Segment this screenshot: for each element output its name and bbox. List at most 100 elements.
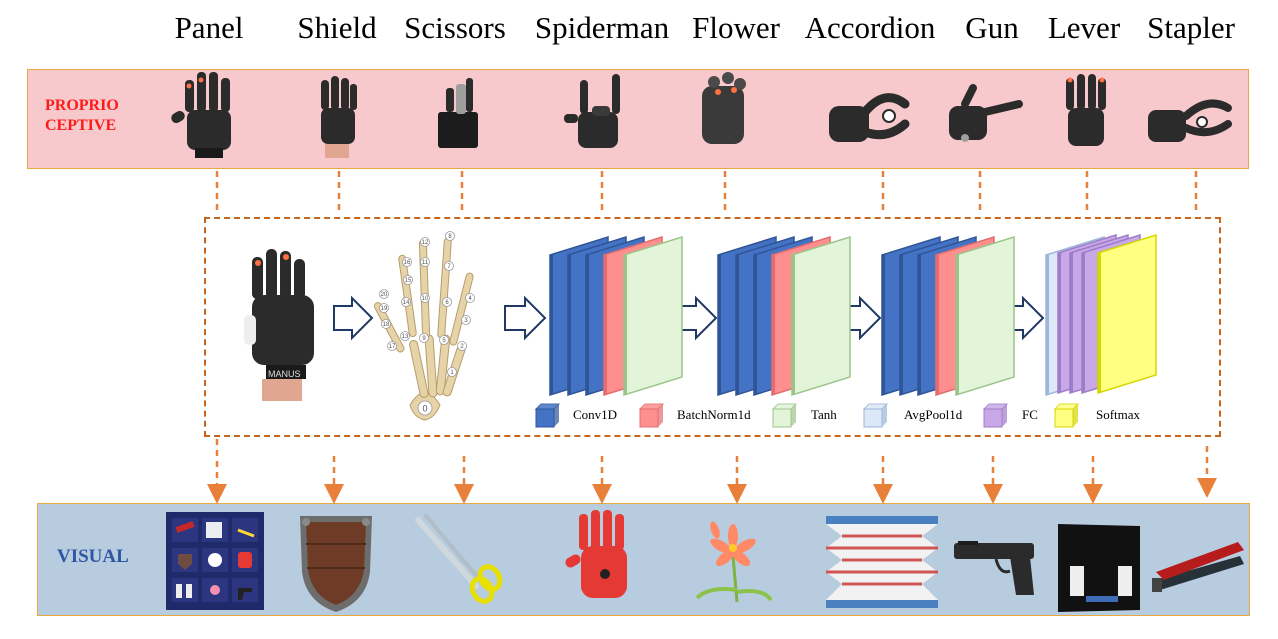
legend-label-conv1d: Conv1D	[573, 407, 618, 422]
keypoint-12	[420, 237, 430, 247]
glove-gun	[949, 84, 1023, 142]
stack4-softmax-layer-5	[1097, 233, 1157, 395]
keypoint-13	[400, 331, 410, 341]
legend-swatch-fc	[982, 403, 1009, 428]
stack3-tanh-layer-5-edge	[956, 254, 959, 395]
keypoint-label-7: 7	[447, 264, 451, 270]
keypoint-4	[465, 293, 475, 303]
keypoint-label-17: 17	[389, 344, 396, 350]
flow-arrows	[333, 295, 1045, 341]
keypoint-label-3: 3	[464, 318, 468, 324]
legend-swatch-softmax	[1053, 403, 1080, 428]
keypoint-label-8: 8	[448, 234, 452, 240]
stack4-softmax-layer-5-edge	[1098, 252, 1101, 393]
gesture-label-stapler: Stapler	[1147, 10, 1235, 45]
bottom-connectors	[207, 439, 1217, 504]
keypoint-label-19: 19	[381, 306, 388, 312]
gesture-label-scissors: Scissors	[404, 10, 506, 45]
legend-label-tanh: Tanh	[811, 407, 837, 422]
stack1-conv1d-layer-2-edge	[568, 254, 571, 395]
stack2-conv1d-layer-2-edge	[736, 254, 739, 395]
glove-lever	[1066, 74, 1106, 146]
network-box	[204, 217, 1221, 437]
stack1-conv1d-layer-1-edge	[550, 254, 553, 395]
visual-gun-object	[954, 541, 1034, 595]
legend-swatch-avgpool1d	[862, 403, 889, 428]
top-connectors	[215, 171, 1198, 215]
keypoint-label-4: 4	[468, 296, 472, 302]
keypoint-label-18: 18	[383, 322, 390, 328]
keypoint-20	[379, 289, 389, 299]
keypoint-6	[442, 297, 452, 307]
stack2-tanh-layer-5-edge	[792, 254, 795, 395]
keypoint-15	[403, 275, 413, 285]
keypoint-label-12: 12	[422, 240, 429, 246]
keypoint-5	[439, 335, 449, 345]
legend-swatches	[534, 403, 1080, 428]
glove-scissors	[438, 78, 478, 148]
stack1-tanh-layer-5-edge	[624, 254, 627, 395]
stack3-conv1d-layer-3-edge	[918, 254, 921, 395]
stack3-conv1d-layer-1-edge	[882, 254, 885, 395]
keypoint-19	[379, 303, 389, 313]
proprioceptive-label: PROPRIO CEPTIVE	[45, 96, 119, 136]
stack1-batchnorm1d-layer-4-edge	[604, 254, 607, 395]
legend-swatch-conv1d	[534, 403, 561, 428]
stack1-tanh-layer-5	[623, 235, 683, 397]
keypoint-16	[402, 257, 412, 267]
keypoint-label-1: 1	[450, 370, 454, 376]
keypoint-11	[420, 257, 430, 267]
stack3-tanh-layer-5	[955, 235, 1015, 397]
keypoint-0	[417, 400, 433, 416]
gesture-label-accordion: Accordion	[804, 10, 936, 45]
keypoint-7	[444, 261, 454, 271]
flow-arrow-1	[333, 295, 374, 341]
legend-label-batchnorm1d: BatchNorm1d	[677, 407, 751, 422]
visual-stapler-object	[1152, 542, 1244, 592]
legend-label-softmax: Softmax	[1096, 407, 1141, 422]
gesture-label-lever: Lever	[1047, 10, 1121, 45]
keypoint-label-10: 10	[422, 296, 429, 302]
layer-stacks	[549, 233, 1157, 397]
keypoint-1	[447, 367, 457, 377]
keypoint-label-6: 6	[445, 300, 449, 306]
glove-panel	[171, 72, 231, 158]
keypoint-label-0: 0	[422, 404, 427, 414]
input-glove	[244, 249, 314, 401]
proprioceptive-label-line2: CEPTIVE	[45, 117, 117, 134]
keypoint-10	[420, 293, 430, 303]
visual-flower-object	[695, 521, 773, 603]
stack2-conv1d-layer-3-edge	[754, 254, 757, 395]
keypoint-8	[445, 231, 455, 241]
visual-spiderman-hand-object	[565, 510, 627, 598]
flow-arrow-2	[504, 295, 547, 341]
keypoint-label-20: 20	[381, 292, 388, 298]
glove-accordion	[829, 93, 910, 142]
keypoint-14	[401, 297, 411, 307]
keypoint-label-14: 14	[403, 300, 410, 306]
stack4-fc-layer-3-edge	[1070, 252, 1073, 393]
glove-stapler	[1148, 99, 1232, 142]
keypoint-label-2: 2	[460, 344, 464, 350]
keypoint-18	[381, 319, 391, 329]
glove-shield	[321, 76, 357, 158]
legend-swatch-batchnorm1d	[638, 403, 665, 428]
visual-lever-object	[1058, 524, 1140, 612]
glove-brand-label: MANUS	[268, 369, 301, 379]
keypoint-9	[419, 333, 429, 343]
visual-panel-object	[166, 512, 264, 610]
gesture-label-panel: Panel	[174, 10, 244, 45]
stack4-fc-layer-4-edge	[1082, 252, 1085, 393]
stack2-batchnorm1d-layer-4-edge	[772, 254, 775, 395]
stack3-batchnorm1d-layer-4-edge	[936, 254, 939, 395]
keypoint-label-11: 11	[422, 260, 429, 266]
keypoint-label-5: 5	[442, 338, 446, 344]
glove-spiderman	[564, 74, 620, 148]
stack4-fc-layer-2-edge	[1058, 252, 1061, 393]
gesture-label-gun: Gun	[965, 10, 1019, 45]
glove-flower	[702, 72, 746, 144]
keypoint-2	[457, 341, 467, 351]
gesture-label-flower: Flower	[692, 10, 780, 45]
